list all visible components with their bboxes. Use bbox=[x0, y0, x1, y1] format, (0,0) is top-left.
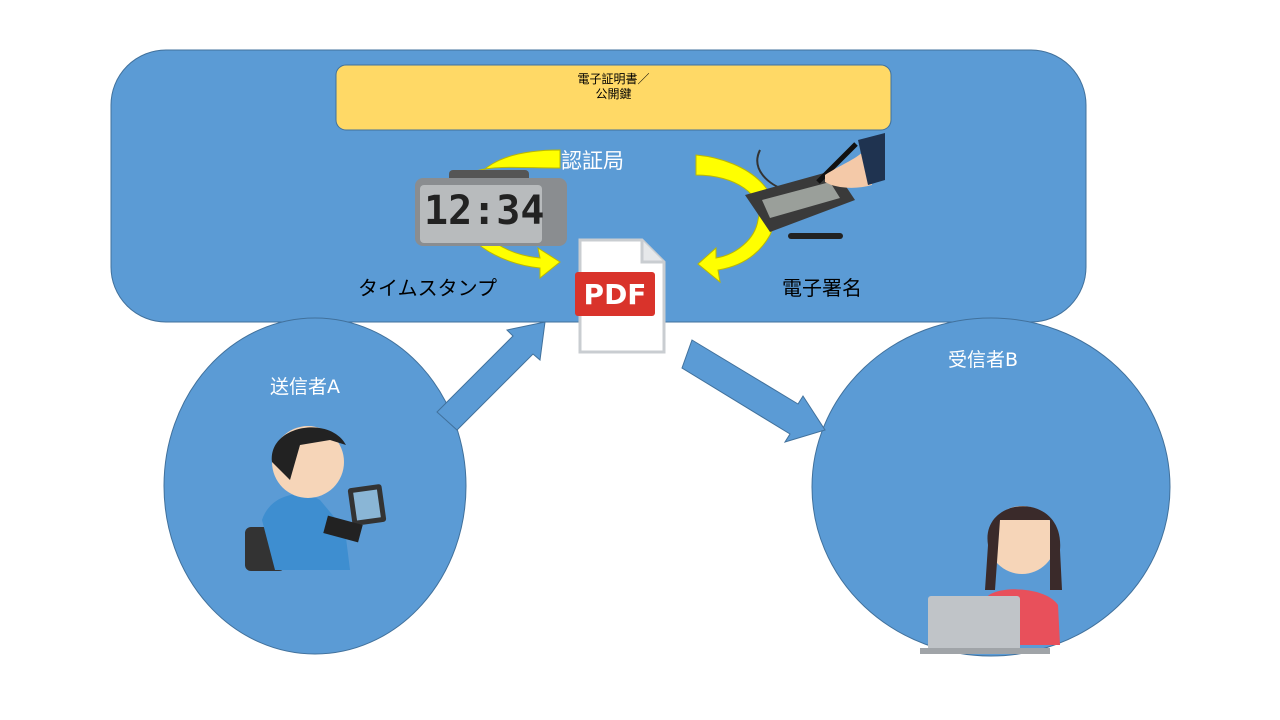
certificate-label-line2: 公開鍵 bbox=[595, 87, 632, 101]
sender-person-illustration bbox=[245, 426, 387, 571]
pdf-label: PDF bbox=[583, 278, 647, 311]
signature-label: 電子署名 bbox=[782, 276, 862, 300]
certificate-label-line1: 電子証明書／ bbox=[577, 72, 650, 86]
receive-arrow bbox=[681, 339, 826, 443]
clock-display: 12:34 bbox=[424, 188, 545, 234]
send-arrow bbox=[436, 321, 546, 431]
signature-pad-illustration bbox=[745, 133, 885, 239]
timestamp-label: タイムスタンプ bbox=[358, 276, 497, 300]
receiver-label: 受信者B bbox=[948, 349, 1019, 371]
authority-label: 認証局 bbox=[561, 149, 624, 173]
sender-label: 送信者A bbox=[270, 376, 340, 398]
receiver-person-illustration bbox=[920, 506, 1062, 654]
certificate-box-label: 電子証明書／ 公開鍵 bbox=[336, 72, 891, 102]
clock-illustration bbox=[415, 170, 567, 246]
certificate-box bbox=[335, 64, 892, 131]
receiver-circle bbox=[811, 317, 1171, 657]
pdf-document-icon bbox=[575, 238, 666, 354]
